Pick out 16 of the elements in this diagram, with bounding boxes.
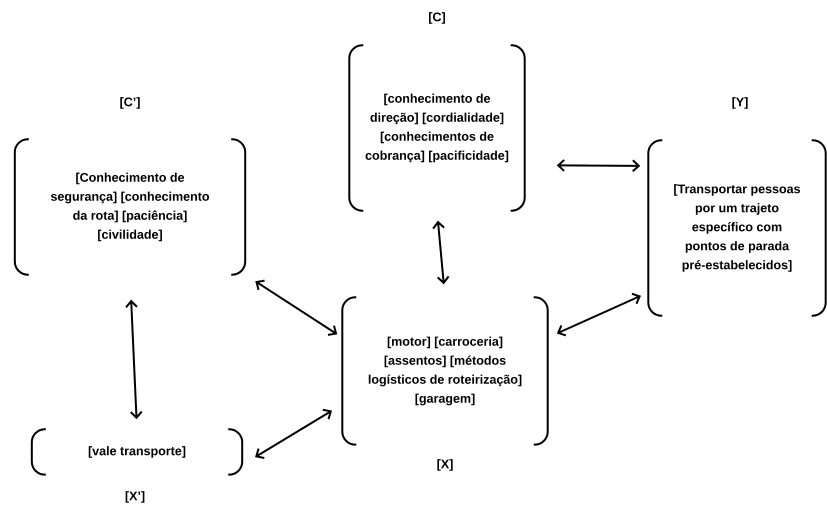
double-arrow <box>125 300 142 420</box>
double-arrow <box>556 292 641 336</box>
double-arrow <box>255 408 332 459</box>
bracket-box: [conhecimento de direção] [cordialidade] [conhecimentos de cobrança] [pacificidade] <box>348 44 526 212</box>
node-heading: [Y] <box>732 97 748 109</box>
bracket-box: [vale transporte] <box>30 428 244 476</box>
node-heading: [X’] <box>126 491 144 503</box>
node-heading: [C] <box>429 12 445 24</box>
bracket-box: [Transportar pessoas por um trajeto específico com pontos de parada pré-estabelecidos] <box>647 139 827 317</box>
node-heading: [X] <box>437 459 453 471</box>
double-arrow <box>556 159 640 172</box>
double-arrow <box>432 220 450 284</box>
bracket-box: [Conhecimento de segurança] [conhecimento da rota] [paciência] [civilidade] <box>14 138 246 276</box>
double-arrow <box>255 280 338 336</box>
node-heading: [C’] <box>120 97 140 109</box>
bracket-box: [motor] [carroceria] [assentos] [métodos logísticos de roteirização] [garagem] <box>341 296 549 446</box>
